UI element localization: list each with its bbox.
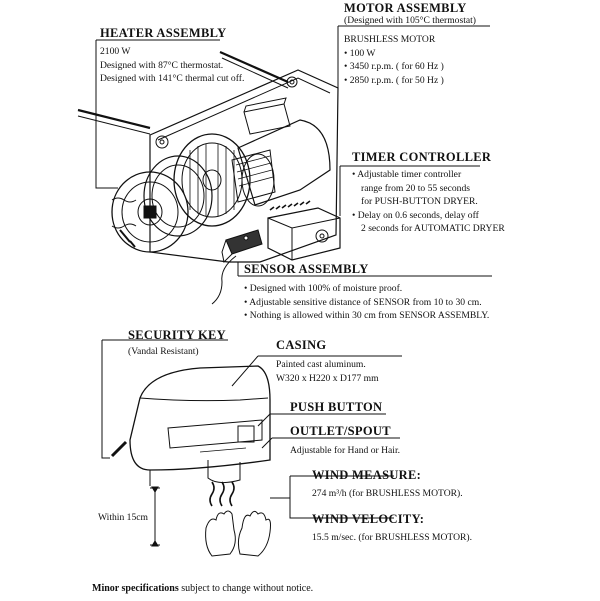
security-title: SECURITY KEY [128, 328, 226, 342]
hands-icon [205, 510, 271, 557]
heater-specs: 2100 W Designed with 87°C thermostat. De… [100, 45, 244, 86]
outlet-title: OUTLET/SPOUT [290, 424, 391, 438]
timer-controller-drawing [267, 200, 341, 261]
timer-spec-line: Adjustable timer controller [352, 168, 505, 182]
casing-spec-line: Painted cast aluminum. [276, 359, 366, 370]
heater-spec-line: 2100 W [100, 46, 131, 57]
timer-spec-line: for PUSH-BUTTON DRYER. [361, 196, 478, 207]
security-key-drawing [101, 339, 228, 459]
motor-spec-bullet: 3450 r.p.m. ( for 60 Hz ) [344, 60, 444, 74]
dryer-casing-drawing [129, 365, 271, 486]
wind-velocity-value: 15.5 m/sec. (for BRUSHLESS MOTOR). [312, 532, 472, 543]
motor-spec-bullet: 2850 r.p.m. ( for 50 Hz ) [344, 74, 444, 88]
timer-spec-line: 2 seconds for AUTOMATIC DRYER [361, 223, 505, 234]
timer-title: TIMER CONTROLLER [352, 150, 492, 164]
timer-specs: Adjustable timer controller range from 2… [352, 168, 505, 236]
sensor-assembly-drawing [211, 229, 263, 305]
wind-measure-value: 274 m³/h (for BRUSHLESS MOTOR). [312, 488, 463, 499]
casing-title: CASING [276, 338, 327, 352]
sensor-spec-bullet: Nothing is allowed within 30 cm from SEN… [244, 309, 490, 323]
wind-velocity-title: WIND VELOCITY: [312, 512, 425, 526]
heater-spec-line: Designed with 141°C thermal cut off. [100, 73, 245, 84]
airflow-icon [209, 481, 235, 507]
casing-specs: Painted cast aluminum. W320 x H220 x D17… [276, 358, 379, 385]
heater-title: HEATER ASSEMBLY [100, 26, 227, 40]
security-subtitle: (Vandal Resistant) [128, 346, 199, 357]
footer-rest: subject to change without notice. [178, 583, 314, 594]
timer-spec-line: Delay on 0.6 seconds, delay off [352, 209, 505, 223]
sensor-specs: Designed with 100% of moisture proof. Ad… [244, 282, 489, 323]
motor-title: MOTOR ASSEMBLY [344, 1, 467, 15]
motor-specs: BRUSHLESS MOTOR 100 W 3450 r.p.m. ( for … [344, 33, 444, 87]
heater-spec-line: Designed with 87°C thermostat. [100, 59, 224, 71]
within-distance-label: Within 15cm [98, 512, 148, 523]
casing-spec-line: W320 x H220 x D177 mm [276, 372, 379, 384]
footer-note: Minor specifications subject to change w… [92, 582, 313, 596]
timer-spec-line: range from 20 to 55 seconds [361, 182, 470, 194]
wind-measure-title: WIND MEASURE: [312, 468, 422, 482]
motor-assembly-drawing [173, 97, 331, 227]
footer-bold: Minor specifications [92, 583, 179, 594]
push-button-title: PUSH BUTTON [290, 400, 383, 414]
outlet-desc: Adjustable for Hand or Hair. [290, 445, 401, 456]
motor-subhead: BRUSHLESS MOTOR [344, 34, 436, 45]
motor-subtitle: (Designed with 105°C thermostat) [344, 15, 476, 26]
sensor-title: SENSOR ASSEMBLY [244, 262, 369, 276]
heater-assembly-drawing [77, 50, 339, 263]
sensor-spec-bullet: Designed with 100% of moisture proof. [244, 282, 489, 296]
sensor-spec-bullet: Adjustable sensitive distance of SENSOR … [244, 296, 489, 310]
motor-spec-bullet: 100 W [344, 47, 444, 61]
